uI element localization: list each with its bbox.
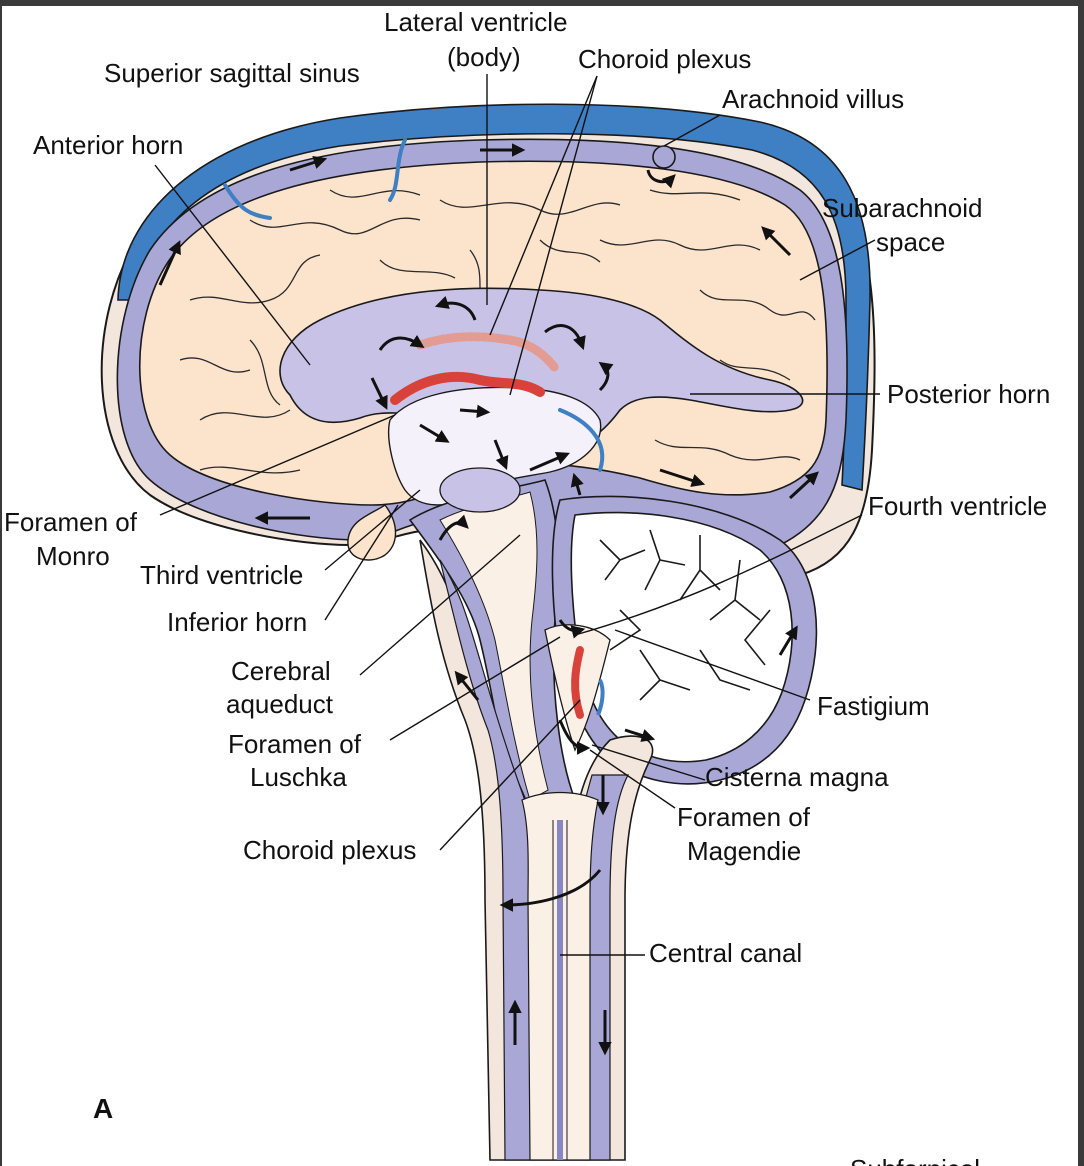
label-foramen-luschka-1: Foramen of: [228, 729, 362, 759]
label-cerebral-aqueduct-1: Cerebral: [231, 656, 331, 686]
label-subarachnoid-space-2: space: [876, 227, 945, 257]
label-cisterna-magna: Cisterna magna: [705, 762, 889, 792]
label-lateral-ventricle-body: (body): [447, 42, 521, 72]
choroid-plexus-fourth: [571, 646, 605, 719]
label-foramen-luschka-2: Luschka: [250, 762, 347, 792]
top-border: [0, 0, 1084, 6]
label-third-ventricle: Third ventricle: [140, 560, 303, 590]
csf-flow-arrows: [158, 143, 819, 1056]
panel-label: A: [93, 1093, 113, 1124]
central-canal-edge: [552, 820, 568, 1160]
pituitary: [347, 504, 397, 561]
label-lateral-ventricle: Lateral ventricle: [384, 7, 568, 37]
label-fastigium: Fastigium: [817, 691, 930, 721]
label-foramen-magendie-2: Magendie: [687, 836, 801, 866]
label-choroid-plexus-top: Choroid plexus: [578, 44, 751, 74]
label-arachnoid-villus: Arachnoid villus: [722, 84, 904, 114]
gyri-lines: [179, 189, 816, 474]
label-subarachnoid-space-1: Subarachnoid: [822, 193, 982, 223]
right-border: [1078, 0, 1084, 1166]
cerebral-veins: [223, 138, 605, 472]
label-fourth-ventricle: Fourth ventricle: [868, 491, 1047, 521]
leader-lines: [154, 74, 880, 956]
label-cerebral-aqueduct-2: aqueduct: [226, 689, 334, 719]
choroid-plexus-lateral: [390, 332, 560, 405]
label-cutoff-subfornical: Subfornical: [850, 1154, 980, 1166]
label-central-canal: Central canal: [649, 938, 802, 968]
arachnoid-villus: [652, 145, 676, 169]
label-posterior-horn: Posterior horn: [887, 379, 1050, 409]
label-foramen-monro-1: Foramen of: [4, 507, 138, 537]
label-choroid-plexus-bottom: Choroid plexus: [243, 835, 416, 865]
tectum: [439, 467, 521, 513]
brainstem-inner: [439, 491, 549, 801]
label-foramen-magendie-1: Foramen of: [677, 802, 811, 832]
label-anterior-horn: Anterior horn: [33, 130, 183, 160]
left-border: [0, 0, 2, 1166]
superior-sagittal-sinus: [117, 103, 871, 492]
label-foramen-monro-2: Monro: [36, 541, 110, 571]
arbor-vitae: [599, 529, 771, 701]
label-superior-sagittal-sinus: Superior sagittal sinus: [104, 58, 360, 88]
label-inferior-horn: Inferior horn: [167, 607, 307, 637]
